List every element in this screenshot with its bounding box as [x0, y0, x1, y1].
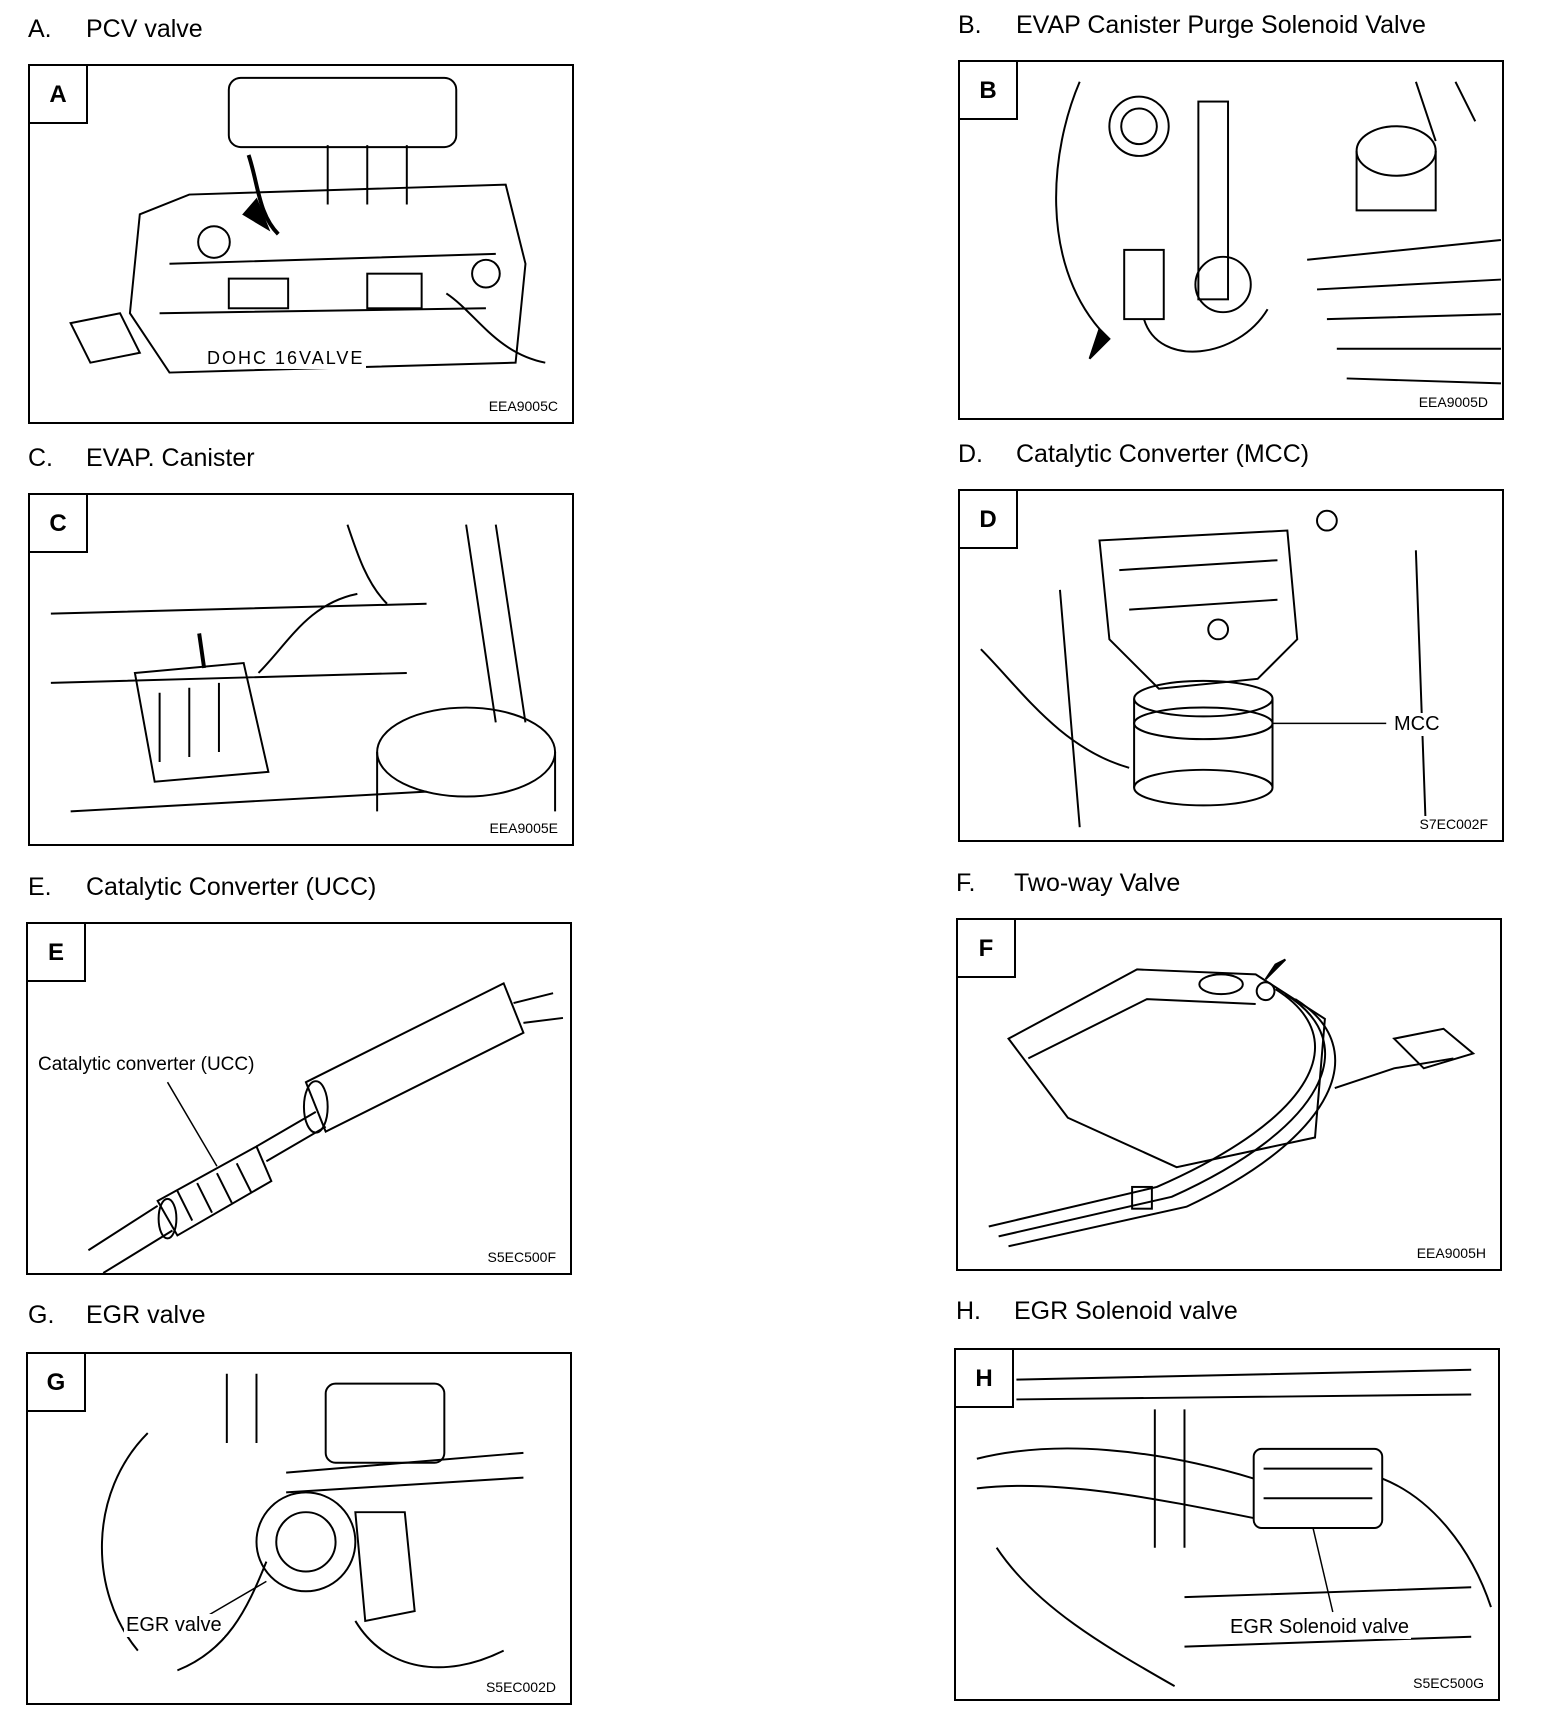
- ucc-callout: Catalytic converter (UCC): [36, 1054, 257, 1076]
- figure-b-code: EEA9005D: [1416, 394, 1490, 410]
- figure-e-ucc: E Catalytic converter (UCC) S5EC500F: [26, 922, 572, 1275]
- caption-b: B. EVAP Canister Purge Solenoid Valve: [958, 10, 1426, 40]
- caption-c-letter: C.: [28, 444, 53, 472]
- mcc-illustration: [980, 509, 1427, 828]
- figure-h-tag: H: [956, 1350, 1014, 1408]
- egr-valve-illustration: [100, 1373, 524, 1672]
- caption-h-letter: H.: [956, 1297, 981, 1325]
- caption-e-text: Catalytic Converter (UCC): [86, 873, 377, 901]
- figure-d-code: S7EC002F: [1417, 816, 1490, 832]
- figure-b-tag: B: [960, 62, 1018, 120]
- caption-f-text: Two-way Valve: [1014, 869, 1181, 897]
- figure-h-egr-solenoid: H EGR Solenoid valve S5EC500G: [954, 1348, 1500, 1701]
- figure-g-tag: G: [28, 1354, 86, 1412]
- egr-solenoid-illustration: [976, 1368, 1492, 1688]
- caption-d: D. Catalytic Converter (MCC): [958, 439, 1309, 469]
- engine-illustration: [69, 76, 546, 374]
- figure-f-two-way-valve: F EEA9005H: [956, 918, 1502, 1271]
- caption-c: C. EVAP. Canister: [28, 443, 255, 473]
- caption-g: G. EGR valve: [28, 1300, 205, 1330]
- caption-b-text: EVAP Canister Purge Solenoid Valve: [1016, 11, 1426, 39]
- figure-f-tag: F: [958, 920, 1016, 978]
- figure-a-pcv-valve: A DOHC 16VALVE EEA9005C: [28, 64, 574, 424]
- figure-g-code: S5EC002D: [483, 1679, 558, 1695]
- caption-b-letter: B.: [958, 11, 982, 39]
- caption-d-text: Catalytic Converter (MCC): [1016, 440, 1310, 468]
- caption-d-letter: D.: [958, 440, 983, 468]
- figure-e-tag: E: [28, 924, 86, 982]
- figure-d-tag: D: [960, 491, 1018, 549]
- caption-g-letter: G.: [28, 1301, 55, 1329]
- caption-a-text: PCV valve: [86, 15, 203, 43]
- caption-h: H. EGR Solenoid valve: [956, 1296, 1238, 1326]
- figure-b-purge-solenoid: B EEA9005D: [958, 60, 1504, 420]
- figure-d-mcc: D MCC S7EC002F: [958, 489, 1504, 842]
- caption-g-text: EGR valve: [86, 1301, 206, 1329]
- figure-c-code: EEA9005E: [487, 820, 560, 836]
- caption-a: A. PCV valve: [28, 14, 203, 44]
- figure-f-code: EEA9005H: [1414, 1245, 1488, 1261]
- figure-c-tag: C: [30, 495, 88, 553]
- figure-a-code: EEA9005C: [486, 398, 560, 414]
- purge-solenoid-illustration: [1055, 81, 1502, 385]
- fuel-tank-illustration: [988, 958, 1476, 1248]
- figure-e-code: S5EC500F: [485, 1249, 558, 1265]
- caption-f: F. Two-way Valve: [956, 868, 1180, 898]
- caption-e: E. Catalytic Converter (UCC): [28, 872, 376, 902]
- caption-h-text: EGR Solenoid valve: [1014, 1297, 1238, 1325]
- evap-canister-illustration: [50, 524, 557, 813]
- figure-g-egr-valve: G EGR valve S5EC002D: [26, 1352, 572, 1705]
- ucc-illustration: [87, 981, 564, 1273]
- caption-c-text: EVAP. Canister: [86, 444, 255, 472]
- figure-h-code: S5EC500G: [1411, 1675, 1486, 1691]
- engine-logo-text: DOHC 16VALVE: [205, 348, 367, 369]
- egr-solenoid-callout: EGR Solenoid valve: [1228, 1616, 1411, 1639]
- figure-a-tag: A: [30, 66, 88, 124]
- caption-e-letter: E.: [28, 873, 52, 901]
- mcc-callout: MCC: [1392, 713, 1442, 736]
- figure-c-evap-canister: C EEA9005E: [28, 493, 574, 846]
- caption-a-letter: A.: [28, 15, 52, 43]
- egr-valve-callout: EGR valve: [124, 1614, 224, 1637]
- caption-f-letter: F.: [956, 869, 976, 897]
